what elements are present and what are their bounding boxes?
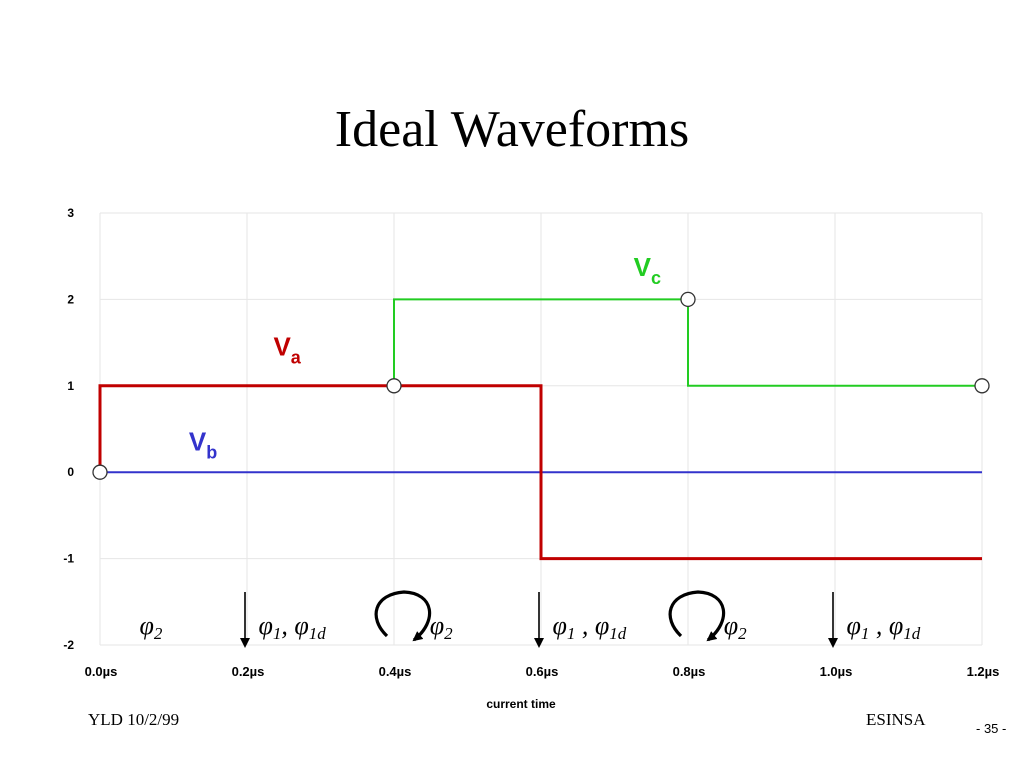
chart-markers xyxy=(92,291,990,480)
x-tick-label: 0.2µs xyxy=(232,664,265,679)
x-axis-ticks: 0.0µs 0.2µs 0.4µs 0.6µs 0.8µs 1.0µs 1.2µs xyxy=(85,664,1000,679)
phase-annotation: φ1 , φ1d xyxy=(552,611,626,643)
series-label-va: Va xyxy=(273,332,301,368)
series-label-vc: Vc xyxy=(634,252,661,288)
footer-left: YLD 10/2/99 xyxy=(88,710,180,729)
clock-arrows xyxy=(240,590,838,648)
x-tick-label: 0.0µs xyxy=(85,664,118,679)
phase-annotations: φ2 φ1, φ1d φ2 φ1 , φ1d φ2 φ1 , φ1d xyxy=(139,611,920,643)
y-axis-ticks: 3 2 1 0 -1 -2 xyxy=(63,206,74,652)
waveform-marker xyxy=(974,378,990,394)
y-tick-label: 2 xyxy=(67,292,74,306)
series-line-va xyxy=(98,384,982,561)
phase-annotation: φ1 , φ1d xyxy=(846,611,920,643)
waveform-marker xyxy=(92,464,108,480)
y-tick-label: 0 xyxy=(67,465,74,479)
loop-arrow xyxy=(668,590,726,642)
y-tick-label: 3 xyxy=(67,206,74,220)
x-axis-label: current time xyxy=(486,697,556,711)
series-label-vb: Vb xyxy=(189,427,217,463)
x-tick-label: 1.0µs xyxy=(820,664,853,679)
phase-annotation: φ2 xyxy=(430,611,453,643)
y-tick-label: 1 xyxy=(67,379,74,393)
y-tick-label: -2 xyxy=(63,638,74,652)
page-number: - 35 - xyxy=(976,721,1007,736)
loop-arrow xyxy=(374,590,432,642)
phase-annotation: φ2 xyxy=(724,611,747,643)
phase-annotation: φ2 xyxy=(139,611,162,643)
waveform-marker xyxy=(386,378,402,394)
footer-center: ESINSA xyxy=(866,710,926,729)
chart-series xyxy=(98,298,982,561)
y-tick-label: -1 xyxy=(63,552,74,566)
x-tick-label: 0.6µs xyxy=(526,664,559,679)
x-tick-label: 1.2µs xyxy=(967,664,1000,679)
waveform-marker xyxy=(680,291,696,308)
slide-title: Ideal Waveforms xyxy=(334,101,690,158)
phase-annotation: φ1, φ1d xyxy=(258,611,326,643)
x-tick-label: 0.8µs xyxy=(673,664,706,679)
x-tick-label: 0.4µs xyxy=(379,664,412,679)
